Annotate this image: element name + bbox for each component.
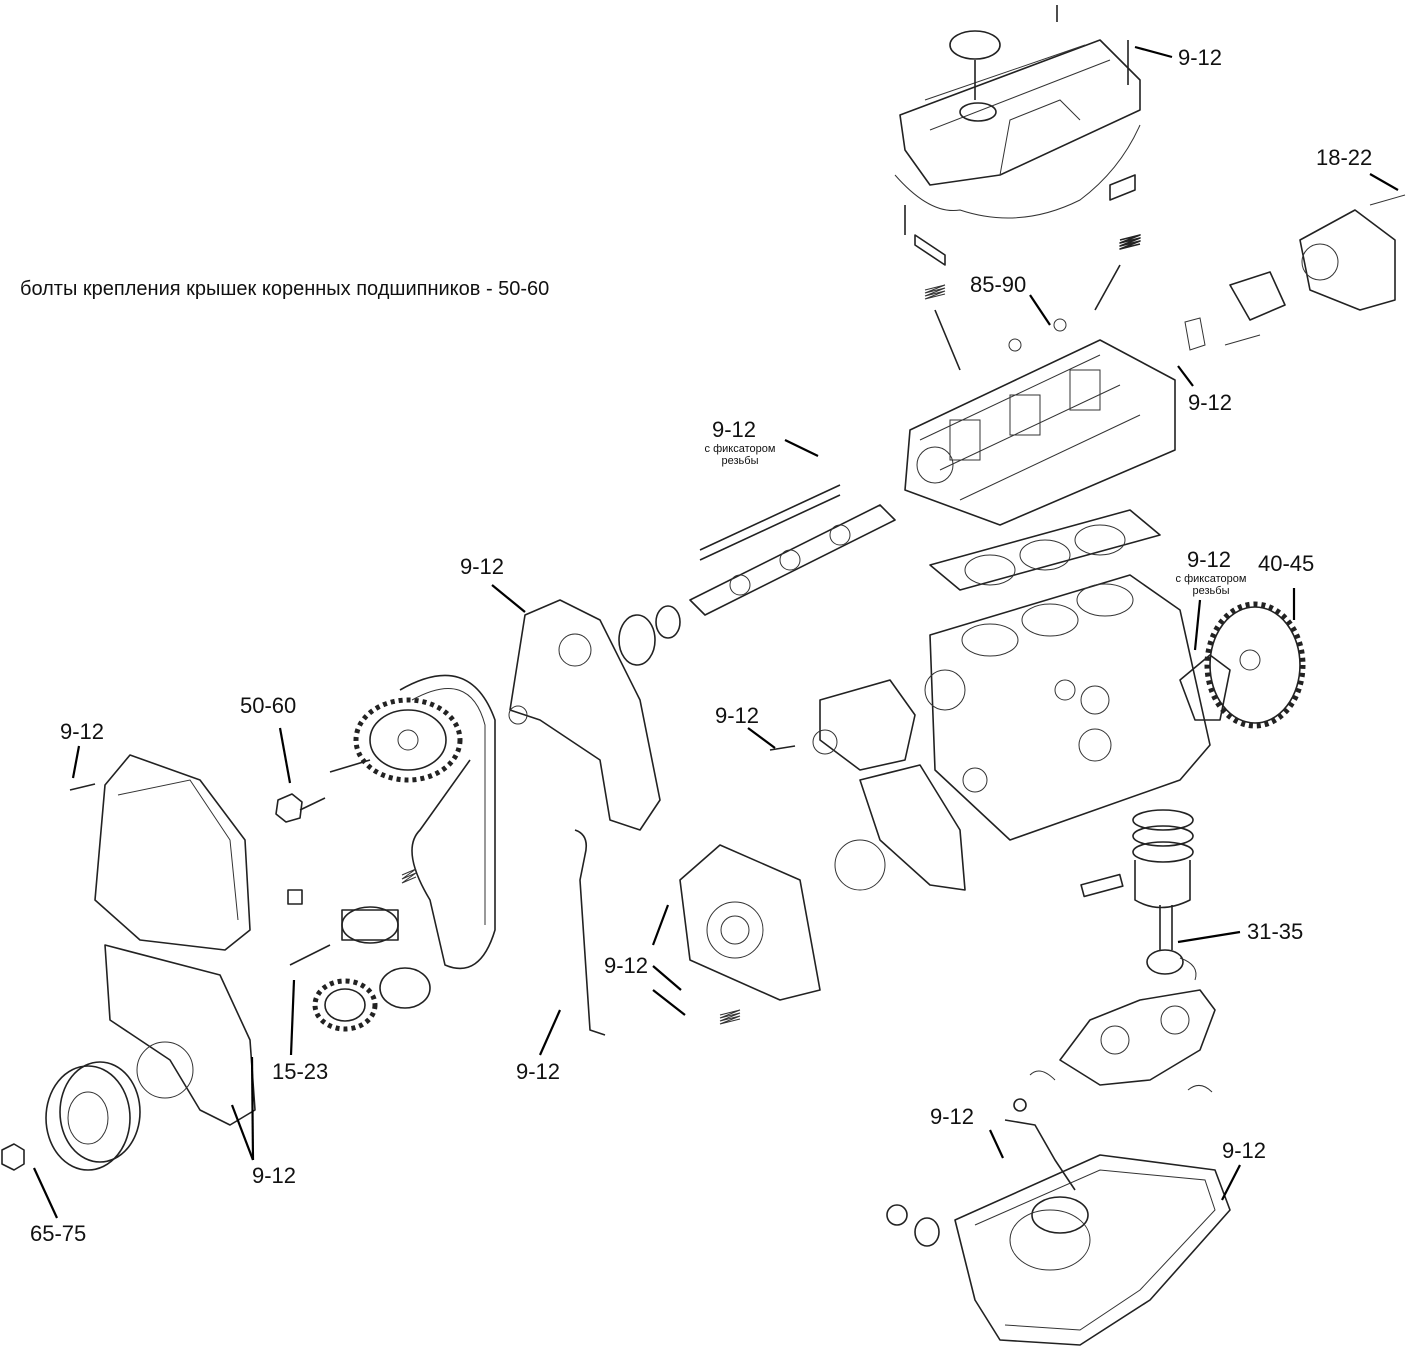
water-outlet-housing [1184,194,1406,351]
cam-sprocket-bolt [275,793,326,823]
label-con-rod: 31-35 [1247,919,1304,944]
front-timing-cover-lower [104,944,256,1126]
valvetrain [904,174,1141,371]
label-rear-timing-cover: 9-12 [460,554,505,579]
oil-pan [886,1154,1231,1346]
connecting-rod [1146,905,1197,981]
valve-cover [894,5,1141,219]
water-pump [769,679,916,771]
label-thermostat-housing: 18-22 [1316,145,1373,170]
oil-dipstick [574,829,606,1036]
label-cam-sprocket: 50-60 [240,693,297,718]
note-rocker-shaft-threadlock: с фиксатором резьбы [704,443,776,467]
cam-sprocket [329,697,463,783]
label-water-pump: 9-12 [715,703,760,728]
label-oil-pickup: 9-12 [930,1104,975,1129]
crank-pulley [1,1061,141,1171]
label-head-bolts: 85-90 [970,272,1027,297]
label-flywheel: 40-45 [1258,551,1315,576]
label-tensioner: 15-23 [272,1059,329,1084]
camshaft-assembly [618,484,896,666]
flywheel [1179,601,1306,729]
label-dipstick: 9-12 [516,1059,561,1084]
leader-lines [33,45,1399,1219]
label-valve-cover-bolt: 9-12 [1178,45,1223,70]
tensioner [287,868,431,1009]
crankshaft [1029,989,1216,1093]
piston [1080,809,1194,909]
main-bearing-note: болты крепления крышек коренных подшипни… [20,278,550,300]
label-cam-housing-bolt: 9-12 [1188,390,1233,415]
cylinder-head [904,318,1176,526]
label-rocker-shaft-bolt: 9-12 [712,417,757,442]
front-timing-cover-upper [69,754,251,951]
crank-sprocket [312,978,378,1032]
label-rear-seal-bolt: 9-12 [1187,547,1232,572]
oil-pump [679,764,966,1025]
rear-timing-cover [508,599,661,831]
label-front-cover-upper: 9-12 [60,719,105,744]
label-front-cover-lower: 9-12 [252,1163,297,1188]
oil-pickup [1004,1098,1089,1234]
note-rear-seal-threadlock: с фиксатором резьбы [1175,573,1247,597]
label-oil-pump: 9-12 [604,953,649,978]
label-crank-pulley: 65-75 [30,1221,87,1246]
label-oil-pan: 9-12 [1222,1138,1267,1163]
engine-block [924,574,1211,841]
head-gasket [929,509,1161,591]
timing-belt [399,674,496,970]
